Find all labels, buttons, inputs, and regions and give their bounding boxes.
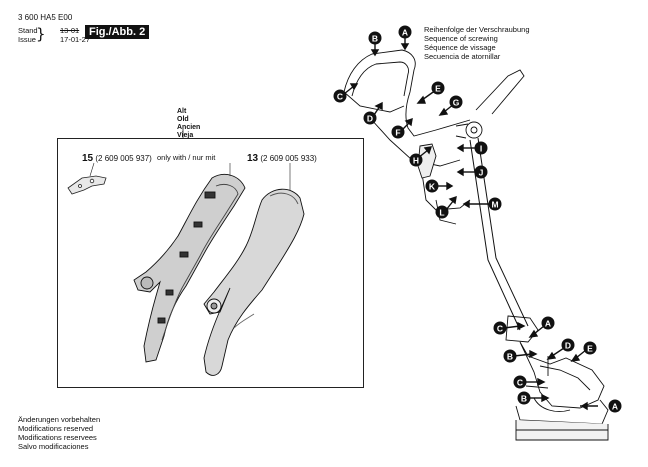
callouts: B A C D E G F H I J K L M C A B D E C B …: [333, 25, 622, 413]
svg-text:J: J: [479, 168, 484, 178]
sequence-note-line: Reihenfolge der Verschraubung: [424, 25, 530, 34]
svg-text:A: A: [612, 402, 618, 412]
issue-label: Issue: [18, 35, 36, 44]
part-15-code: (2 609 005 937): [95, 154, 152, 163]
callout-e-upper: E: [431, 81, 445, 95]
part-13-code: (2 609 005 933): [260, 154, 317, 163]
callout-m: M: [488, 197, 502, 211]
sequence-note-line: Secuencia de atornillar: [424, 52, 501, 61]
old-label-line: Ancien: [177, 124, 201, 131]
svg-text:C: C: [517, 378, 523, 388]
svg-text:E: E: [435, 84, 441, 94]
issue-value: 17-01-27: [60, 35, 91, 44]
sequence-note-line: Séquence de vissage: [424, 43, 496, 52]
callout-f: F: [391, 125, 405, 139]
modifications-line: Salvo modificaciones: [18, 442, 89, 451]
part-13-number: 13: [247, 153, 259, 164]
old-parts-box: [57, 138, 364, 388]
callout-a-upper: A: [398, 25, 412, 39]
svg-text:L: L: [439, 208, 444, 218]
part-15-clip-drawing: [67, 175, 107, 195]
new-handle-half-drawing: [203, 188, 305, 376]
callout-l: L: [435, 205, 449, 219]
stand-value: 13-01: [60, 26, 80, 35]
old-label-line: Alt: [177, 108, 187, 115]
old-handle-half-drawing: [133, 174, 246, 363]
svg-text:K: K: [429, 182, 436, 192]
modifications-note: Änderungen vorbehalten Modifications res…: [18, 415, 100, 451]
callout-d-lower: D: [561, 338, 575, 352]
callout-i: I: [474, 141, 488, 155]
modifications-line: Änderungen vorbehalten: [18, 415, 101, 424]
callout-a-lower-2: A: [608, 399, 622, 413]
callout-a-lower-1: A: [541, 316, 555, 330]
svg-text:I: I: [480, 144, 482, 154]
svg-text:C: C: [497, 324, 503, 334]
svg-text:E: E: [587, 344, 593, 354]
sequence-note-line: Sequence of screwing: [424, 34, 498, 43]
stand-label: Stand: [18, 26, 38, 35]
callout-k: K: [425, 179, 439, 193]
part-15-number: 15: [82, 153, 94, 164]
callout-e-lower: E: [583, 341, 597, 355]
svg-text:A: A: [402, 28, 408, 38]
modifications-line: Modifications reservees: [18, 433, 97, 442]
callout-d-upper: D: [363, 111, 377, 125]
svg-text:H: H: [413, 156, 419, 166]
svg-text:B: B: [521, 394, 527, 404]
callout-arrows: [343, 36, 598, 411]
old-version-label: Alt Old Ancien Vieja: [177, 108, 200, 140]
callout-c-lower-2: C: [513, 375, 527, 389]
figure-label: Fig./Abb. 2: [85, 25, 150, 39]
callout-b-upper: B: [368, 31, 382, 45]
svg-text:F: F: [395, 128, 400, 138]
callout-b-lower-2: B: [517, 391, 531, 405]
svg-text:C: C: [337, 92, 343, 102]
only-with-note: only with / nur mit: [157, 153, 216, 162]
part-15-leader: [89, 162, 95, 177]
svg-text:G: G: [453, 98, 460, 108]
old-label-line: Old: [177, 116, 189, 123]
modifications-line: Modifications reserved: [18, 424, 94, 433]
sequence-note: Reihenfolge der Verschraubung Sequence o…: [424, 25, 530, 61]
svg-text:M: M: [491, 200, 498, 210]
svg-text:B: B: [507, 352, 513, 362]
old-label-line: Vieja: [177, 132, 194, 139]
svg-text:D: D: [565, 341, 571, 351]
callout-b-lower-1: B: [503, 349, 517, 363]
callout-h: H: [409, 153, 423, 167]
trimmer-head-drawing: [505, 315, 609, 441]
callout-g: G: [449, 95, 463, 109]
callout-j: J: [474, 165, 488, 179]
part-15-label: 15 (2 609 005 937): [82, 153, 152, 164]
callout-c-lower-1: C: [493, 321, 507, 335]
svg-text:A: A: [545, 319, 551, 329]
document-number: 3 600 HA5 E00: [18, 13, 73, 22]
svg-text:D: D: [367, 114, 373, 124]
part-13-label: 13 (2 609 005 933): [247, 153, 317, 164]
upper-handle-drawing: [343, 49, 529, 331]
svg-text:B: B: [372, 34, 378, 44]
callout-c-upper: C: [333, 89, 347, 103]
brace-glyph: }: [36, 25, 46, 43]
